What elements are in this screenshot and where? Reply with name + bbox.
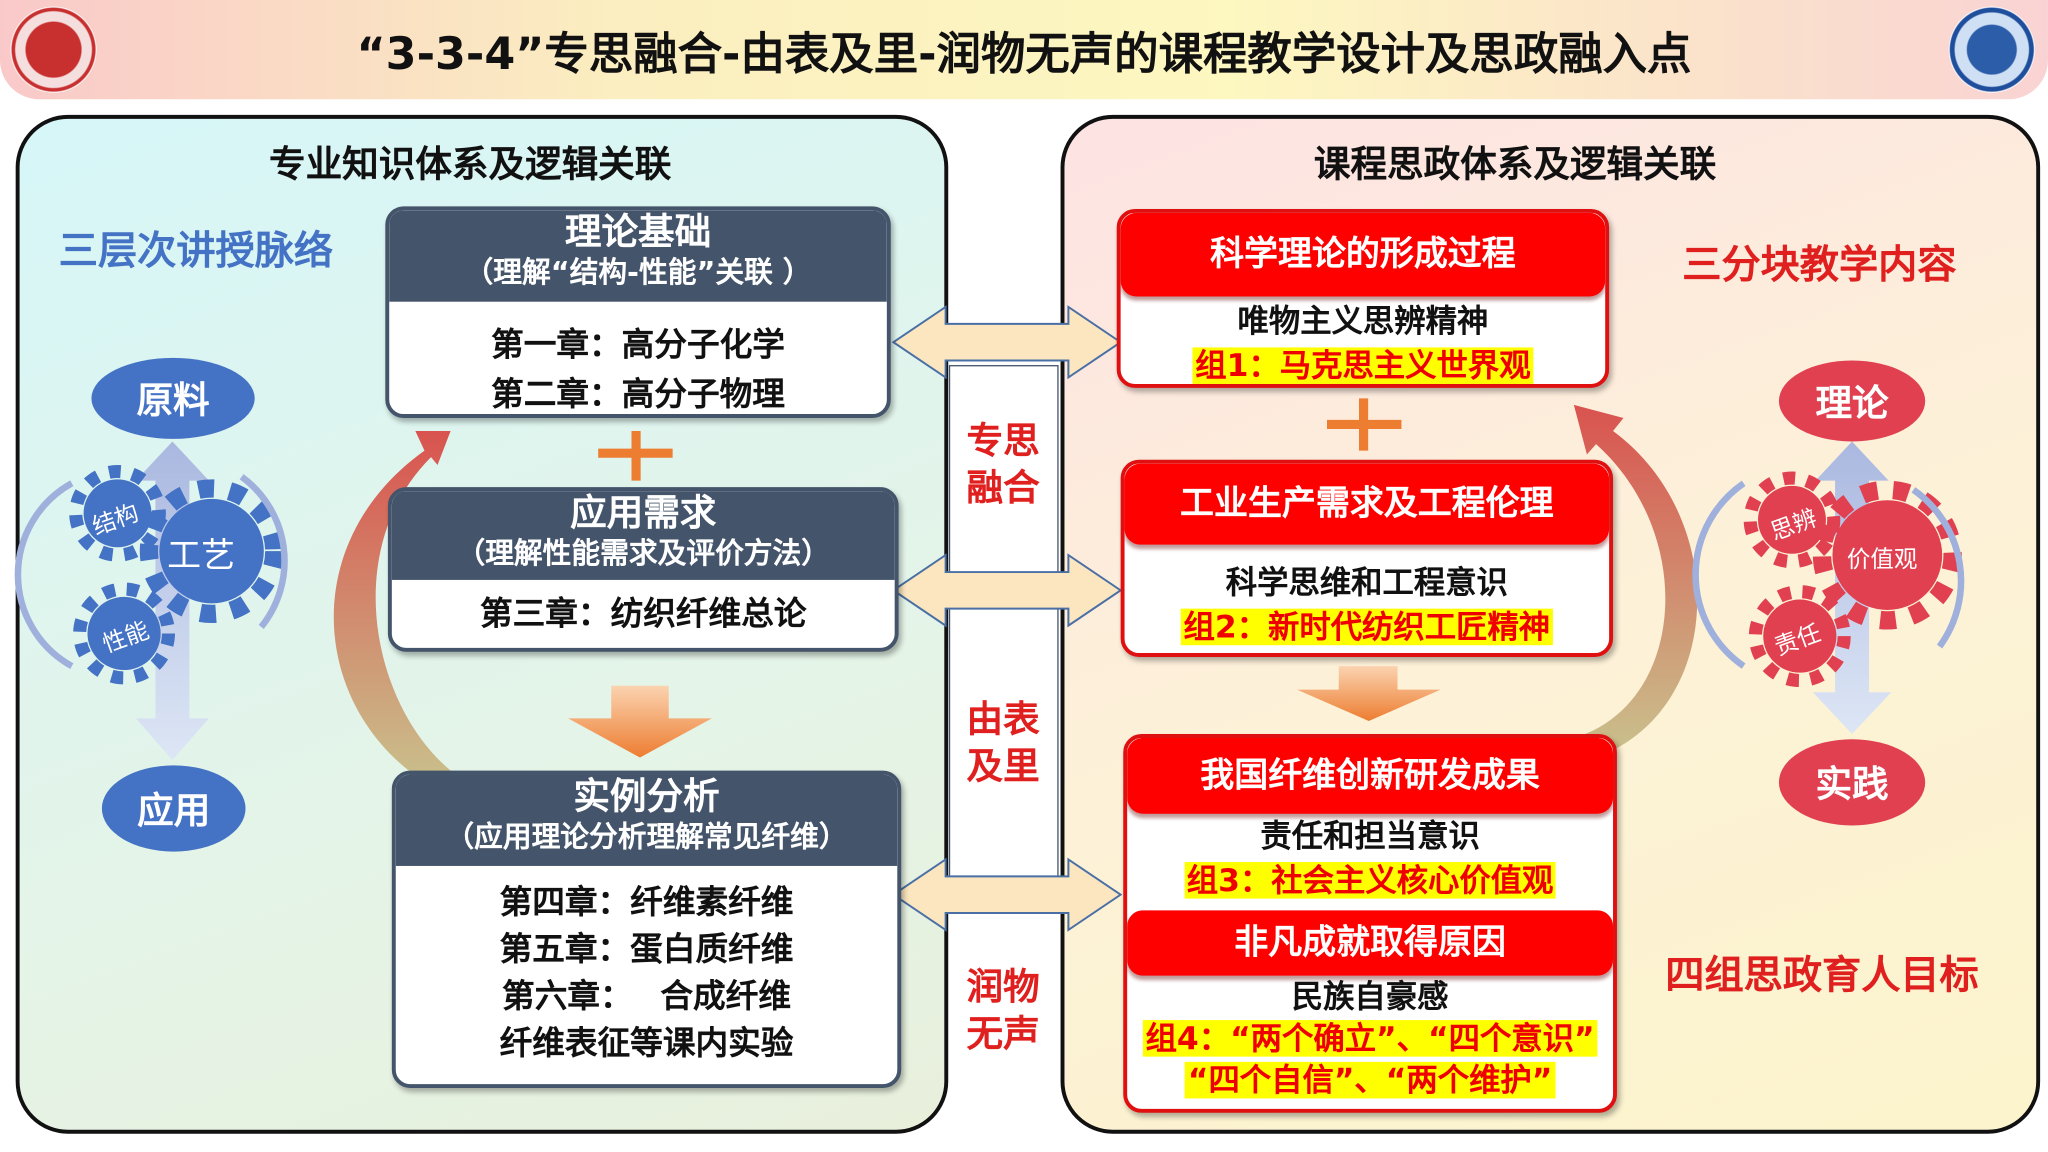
header-banner xyxy=(0,0,2048,100)
box-industrial-ethics: 工业生产需求及工程伦理 科学思维和工程意识组2：新时代纺织工匠精神 xyxy=(1120,459,1614,657)
page-title: “3-3-4”专思融合-由表及里-润物无声的课程教学设计及思政融入点 xyxy=(356,28,1692,81)
circle-theory: 理论 xyxy=(1778,360,1926,442)
plus-icon-right xyxy=(1326,398,1402,451)
circle-practice: 实践 xyxy=(1778,739,1926,826)
box-scientific-theory: 科学理论的形成过程 唯物主义思辨精神组1：马克思主义世界观 xyxy=(1116,208,1610,388)
down-arrow-right xyxy=(1296,666,1441,721)
circle-raw-material: 原料 xyxy=(91,357,255,439)
right-label-bottom: 四组思政育人目标 xyxy=(1665,953,1979,1000)
cycle-arrow-left xyxy=(333,431,451,797)
left-label: 三层次讲授脉络 xyxy=(58,228,334,275)
plus-icon-left xyxy=(598,431,673,481)
right-label-top: 三分块教学内容 xyxy=(1682,242,1957,289)
cycle-arrow-right xyxy=(1573,404,1698,765)
double-arrow-3 xyxy=(891,857,1123,932)
gear-values: 价值观 xyxy=(1846,545,1918,574)
left-panel-title: 专业知识体系及逻辑关联 xyxy=(269,142,672,186)
box-application: 应用需求（理解性能需求及评价方法） 第三章：纺织纤维总论 xyxy=(387,487,899,652)
middle-label-2: 由表及里 xyxy=(966,697,1040,788)
down-arrow-left xyxy=(568,685,712,758)
box-case-analysis: 实例分析（应用理论分析理解常见纤维） 第四章：纤维素纤维第五章：蛋白质纤维第六章… xyxy=(391,770,902,1088)
university-logo-right xyxy=(1948,6,2035,93)
right-panel-title: 课程思政体系及逻辑关联 xyxy=(1313,142,1717,186)
gear-process: 工艺 xyxy=(167,536,236,576)
university-logo-left xyxy=(10,6,97,93)
circle-application: 应用 xyxy=(101,765,246,852)
middle-label-1: 专思融合 xyxy=(966,419,1040,510)
box-innovation: 我国纤维创新研发成果 责任和担当意识组3：社会主义核心价值观 非凡成就取得原因 … xyxy=(1123,734,1617,1113)
box-theory: 理论基础（理解“结构-性能”关联 ） 第一章：高分子化学第二章：高分子物理 xyxy=(385,206,891,418)
middle-label-3: 润物无声 xyxy=(966,965,1040,1056)
